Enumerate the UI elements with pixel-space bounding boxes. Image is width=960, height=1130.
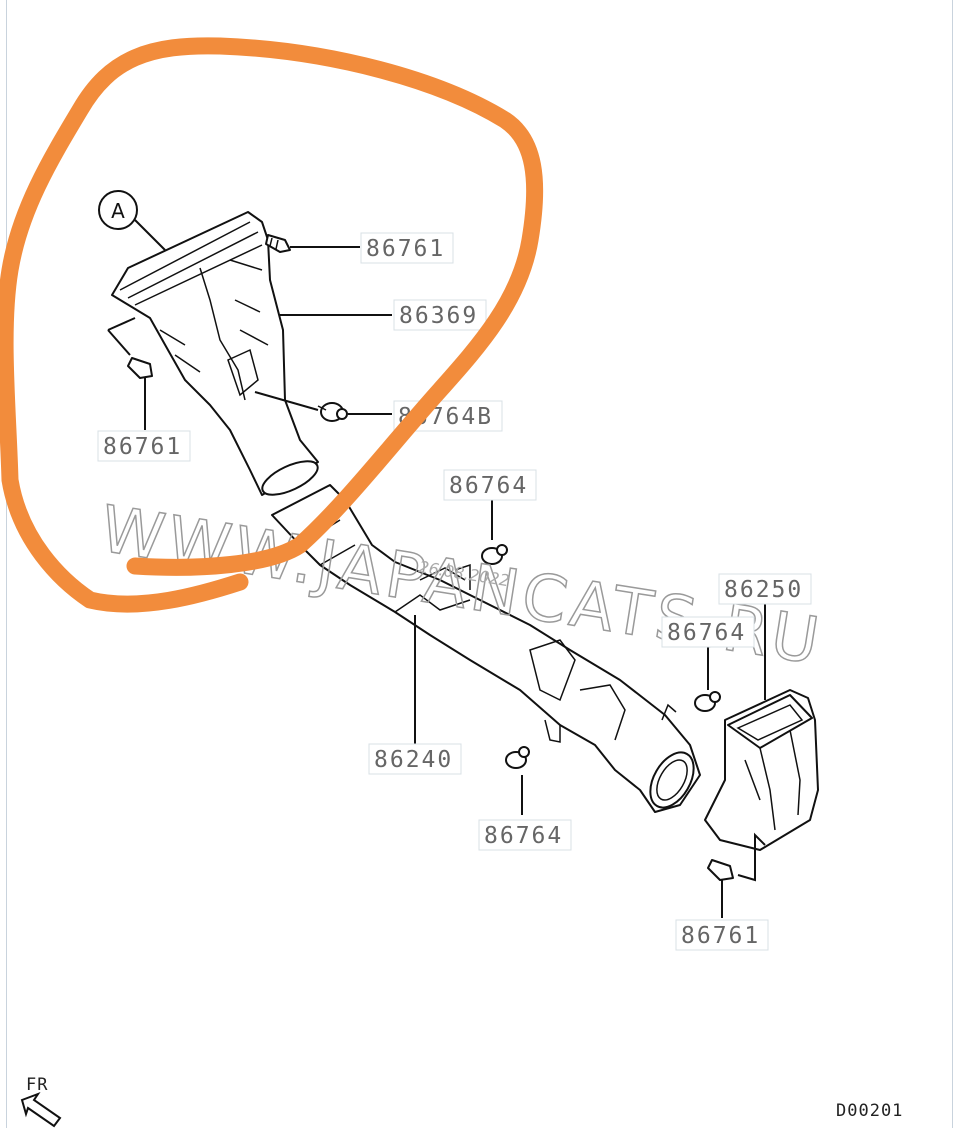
svg-text:86240: 86240: [374, 747, 453, 773]
annotation-circle: [0, 37, 544, 613]
part-label-86761-left[interactable]: 86761: [97, 430, 191, 462]
screw-icon: [127, 357, 153, 379]
svg-text:86369: 86369: [399, 303, 478, 329]
svg-text:86764: 86764: [667, 620, 746, 646]
clip-icon: [505, 746, 530, 769]
front-direction-indicator: FR: [20, 1075, 62, 1128]
page-frame: [6, 0, 953, 1128]
svg-text:86250: 86250: [724, 577, 803, 603]
part-label-86250[interactable]: 86250: [718, 573, 812, 605]
duct-middle-86240[interactable]: [271, 484, 703, 815]
part-label-86764-mid[interactable]: 86764: [443, 469, 537, 501]
diagram-code: D00201: [836, 1101, 903, 1121]
part-label-86761-top[interactable]: 86761: [360, 232, 454, 264]
svg-text:86764: 86764: [484, 823, 563, 849]
part-label-86764-low[interactable]: 86764: [478, 819, 572, 851]
leader-lines: [107, 219, 766, 918]
svg-text:86764: 86764: [449, 473, 528, 499]
screw-icon: [265, 234, 291, 253]
part-label-86761-low[interactable]: 86761: [675, 919, 769, 951]
callout-label: A: [111, 199, 125, 223]
clip-icon: [694, 691, 721, 712]
direction-label: FR: [26, 1075, 48, 1095]
arrow-icon: [20, 1091, 62, 1128]
part-label-86764-right[interactable]: 86764: [661, 616, 755, 648]
part-label-86369[interactable]: 86369: [393, 299, 487, 331]
duct-right-86250[interactable]: [704, 689, 819, 851]
clip-icon: [317, 402, 348, 422]
svg-text:86761: 86761: [366, 236, 445, 262]
duct-upper-86369[interactable]: [111, 211, 322, 502]
clip-icon: [481, 544, 508, 565]
callout-a: A: [98, 190, 138, 230]
svg-text:86761: 86761: [681, 923, 760, 949]
part-label-86240[interactable]: 86240: [368, 743, 462, 775]
svg-text:86761: 86761: [103, 434, 182, 460]
screw-icon: [707, 859, 734, 881]
